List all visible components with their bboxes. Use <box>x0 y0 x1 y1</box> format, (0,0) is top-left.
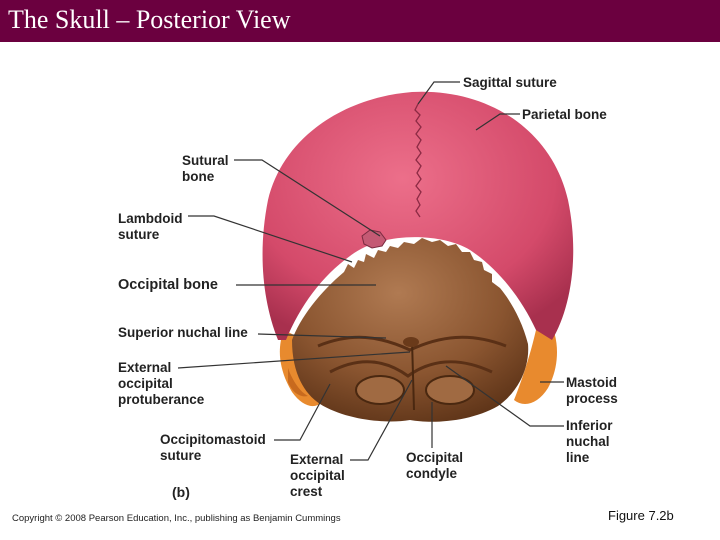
label-sagittal-suture: Sagittal suture <box>463 75 557 90</box>
external-occipital-protuberance-mark <box>403 337 419 347</box>
label-external-occipital-crest: External occipital crest <box>290 452 345 499</box>
leader-external-occipital-crest <box>350 379 413 461</box>
copyright-notice: Copyright © 2008 Pearson Education, Inc.… <box>12 513 341 524</box>
leader-external-occipital-protuberance <box>177 351 411 369</box>
label-lambdoid-suture: Lambdoid suture <box>118 211 183 242</box>
superior-nuchal-ridge <box>317 335 507 352</box>
sagittal-suture-line <box>414 103 422 218</box>
parietal-bone-shape <box>262 91 574 340</box>
label-occipitomastoid-suture: Occipitomastoid suture <box>160 432 266 463</box>
condyle-right <box>425 375 475 405</box>
label-parietal-bone: Parietal bone <box>522 107 607 122</box>
figure-reference: Figure 7.2b <box>608 508 674 523</box>
label-mastoid-process: Mastoid process <box>566 375 618 406</box>
label-external-occipital-protuberance: External occipital protuberance <box>118 360 205 407</box>
figure-letter: (b) <box>172 484 190 500</box>
leader-inferior-nuchal-line <box>445 365 564 427</box>
leader-occipitomastoid-suture <box>274 383 331 441</box>
temporal-left <box>288 368 308 397</box>
label-sutural-bone: Sutural bone <box>182 153 229 184</box>
occipital-bone-shape <box>292 238 529 422</box>
label-occipital-condyle: Occipital condyle <box>406 450 464 481</box>
label-inferior-nuchal-line: Inferior nuchal line <box>566 418 613 465</box>
label-occipital-bone: Occipital bone <box>118 277 218 293</box>
slide-title: The Skull – Posterior View <box>8 5 291 34</box>
leader-parietal-bone <box>475 113 520 131</box>
leader-sagittal-suture <box>417 81 460 105</box>
inferior-nuchal-ridge <box>329 360 493 378</box>
condyle-left <box>355 375 405 405</box>
external-occipital-crest-line <box>411 339 415 411</box>
leader-superior-nuchal-line <box>257 333 387 339</box>
leader-lambdoid-suture <box>188 215 353 263</box>
title-bar: The Skull – Posterior View <box>0 0 720 42</box>
leader-sutural-bone <box>234 159 381 237</box>
label-superior-nuchal-line: Superior nuchal line <box>118 325 248 340</box>
